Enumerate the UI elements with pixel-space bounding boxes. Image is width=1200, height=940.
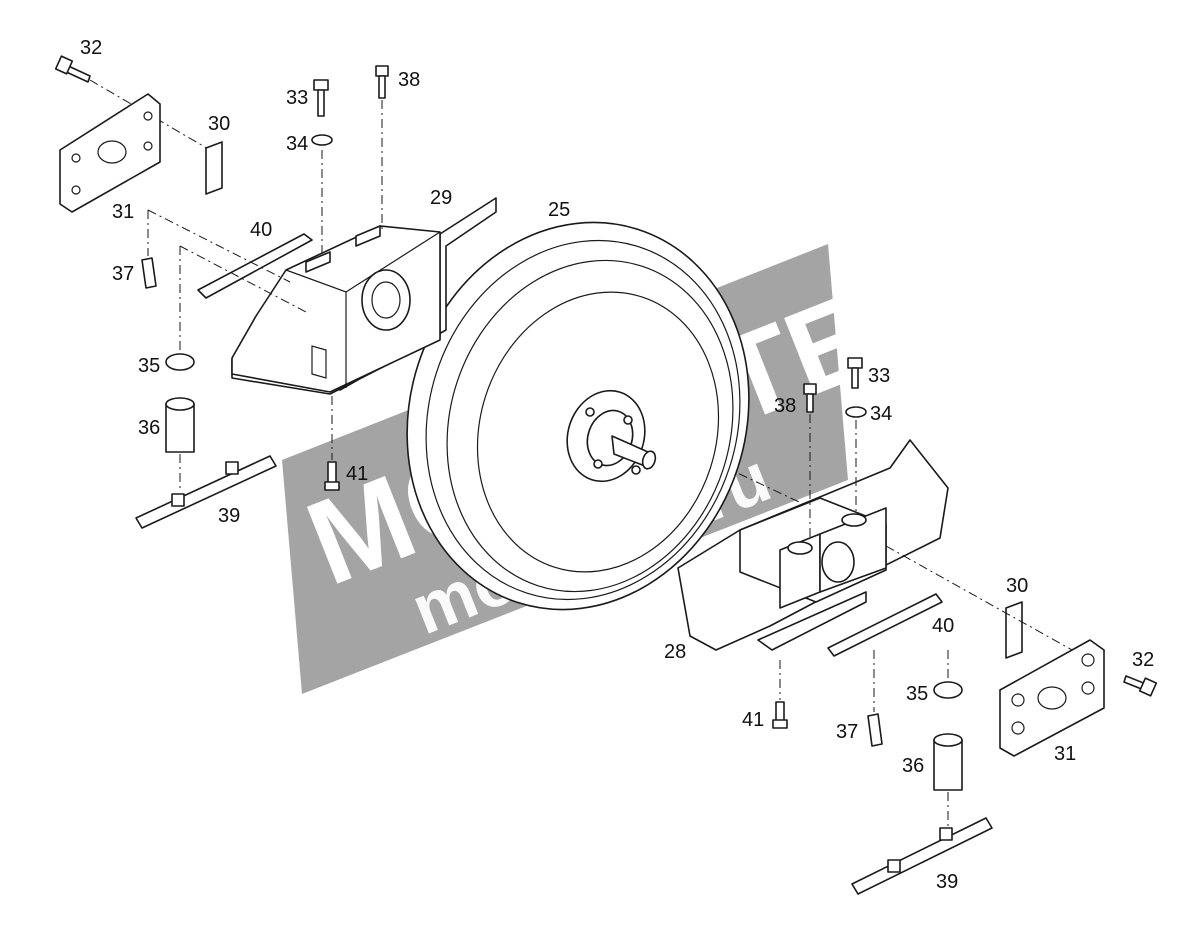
- strip-40-left: [197, 233, 313, 299]
- callout-37-right: 37: [836, 721, 858, 743]
- callout-39-right: 39: [936, 871, 958, 893]
- shim-30-right: [1005, 601, 1023, 659]
- callout-41-left: 41: [346, 463, 368, 485]
- bushing-36-right: [933, 733, 963, 791]
- callout-35-right: 35: [906, 683, 928, 705]
- callout-36-left: 36: [138, 417, 160, 439]
- callout-33-right: 33: [868, 365, 890, 387]
- bolt-32-left: [54, 55, 91, 83]
- callout-34-left: 34: [286, 133, 308, 155]
- bracket-bore: [821, 541, 855, 583]
- plate-31-right: [999, 639, 1105, 757]
- callout-29: 29: [430, 187, 452, 209]
- wheel-inner-disc: [476, 291, 720, 573]
- callout-40-left: 40: [250, 219, 272, 241]
- wheel-groove-1: [425, 239, 741, 601]
- bolt-33-left: [313, 79, 329, 117]
- bracket-leg: [311, 345, 327, 379]
- callout-28: 28: [664, 641, 686, 663]
- left-bracket: [231, 197, 497, 395]
- callout-25: 25: [548, 199, 570, 221]
- callout-32-right: 32: [1132, 649, 1154, 671]
- callout-34-right: 34: [870, 403, 892, 425]
- bracket-slot: [787, 541, 813, 555]
- screw-38-right: [803, 383, 817, 413]
- hub-bolt: [631, 465, 641, 475]
- hub-bolt: [585, 407, 595, 417]
- bracket-slot: [355, 225, 381, 247]
- wheel-groove-2: [446, 259, 734, 593]
- bracket-base-plate: [757, 591, 867, 651]
- callout-36-right: 36: [902, 755, 924, 777]
- bolt-41-right: [772, 701, 788, 729]
- hub-bolt: [623, 415, 633, 425]
- strip-40-right: [827, 593, 943, 657]
- bolt-32-right: [1123, 675, 1158, 697]
- plate-39-left: [135, 455, 277, 529]
- callout-35-left: 35: [138, 355, 160, 377]
- callout-37-left: 37: [112, 263, 134, 285]
- bracket-slot: [841, 513, 867, 527]
- callouts: 32 30 31 33 34 38 29 40 37 35 36 41 39 2…: [80, 37, 1154, 893]
- washer-34-left: [311, 134, 333, 146]
- washer-34-right: [845, 406, 867, 418]
- bracket-bearing-inner: [371, 281, 401, 319]
- pin-37-right: [867, 713, 883, 747]
- callout-31-right: 31: [1054, 743, 1076, 765]
- callout-30-right: 30: [1006, 575, 1028, 597]
- screw-38-left: [375, 65, 389, 99]
- right-bracket: [677, 439, 949, 651]
- callout-41-right: 41: [742, 709, 764, 731]
- pin-37-left: [141, 257, 157, 289]
- callout-38-left: 38: [398, 69, 420, 91]
- callout-33-left: 33: [286, 87, 308, 109]
- bracket-body: [231, 225, 441, 393]
- plate-39-right: [851, 817, 993, 895]
- plate-31-left: [59, 93, 161, 213]
- bolt-41-left: [324, 461, 340, 491]
- callout-32-left: 32: [80, 37, 102, 59]
- callout-38-right: 38: [774, 395, 796, 417]
- callout-31-left: 31: [112, 201, 134, 223]
- cap-35-left: [165, 353, 195, 371]
- bolt-33-right: [847, 357, 863, 389]
- bracket-slot: [305, 251, 331, 273]
- callout-39-left: 39: [218, 505, 240, 527]
- bushing-36-left: [165, 397, 195, 453]
- callout-40-right: 40: [932, 615, 954, 637]
- shim-30-left: [205, 141, 223, 195]
- bracket-bearing-bore: [361, 269, 411, 331]
- idler-wheel: [406, 221, 750, 611]
- callout-30-left: 30: [208, 113, 230, 135]
- shaft-end: [641, 450, 657, 470]
- cap-35-right: [933, 681, 963, 699]
- hub-bolt: [593, 459, 603, 469]
